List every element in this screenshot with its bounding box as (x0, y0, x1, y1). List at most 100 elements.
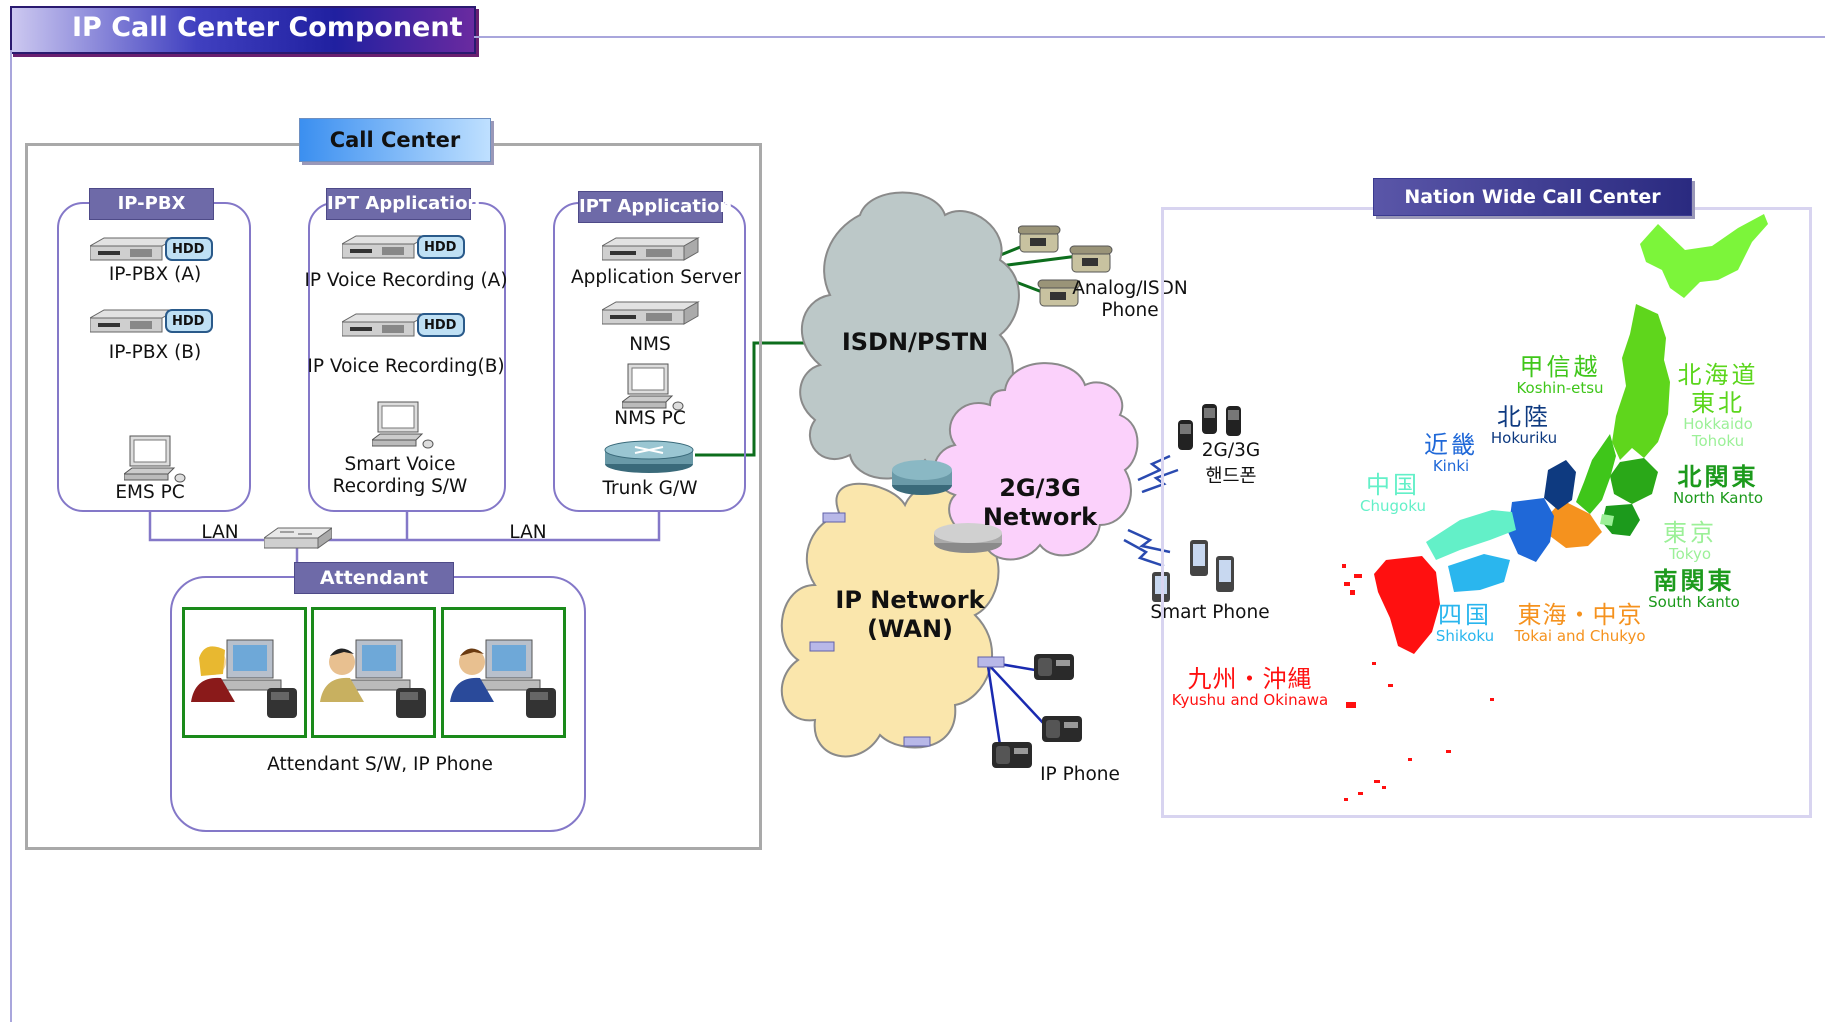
ip-network-label-1: IP Network (835, 586, 985, 614)
kyushu-en: Kyushu and Okinawa (1171, 691, 1329, 710)
smart-rec-pc-icon (370, 400, 436, 454)
call-center-tab: Call Center (299, 118, 491, 162)
tokai-kanji: 東海・中京 (1517, 601, 1643, 629)
page-title: IP Call Center Component (72, 12, 463, 43)
region-tohoku-shape (1612, 304, 1670, 460)
koshinetsu-kanji: 甲信越 (1519, 353, 1601, 381)
kyushu-kanji: 九州・沖縄 (1187, 665, 1313, 693)
region-kinki-label: 近畿 Kinki (1420, 432, 1482, 475)
tokai-en: Tokai and Chukyo (1514, 627, 1646, 646)
tohoku-en-2: Tohoku (1691, 431, 1745, 450)
region-minamikanto-shape (1602, 504, 1640, 536)
kinki-en: Kinki (1432, 457, 1470, 476)
lan-switch-icon (262, 526, 334, 554)
analog-phone-2 (1069, 245, 1113, 273)
minamikanto-en: South Kanto (1648, 593, 1740, 612)
pbx-b-label: IP-PBX (B) (108, 342, 202, 363)
pbx-b-hdd-label: HDD (172, 314, 205, 329)
smart-rec-label-2: Recording S/W (332, 476, 468, 497)
hokkaido-kanji: 北海道 (1677, 361, 1759, 389)
region-kitakanto-label: 北関東 North Kanto (1668, 464, 1768, 507)
ip-phone-1 (1034, 654, 1074, 680)
region-minamikanto-label: 南関東 South Kanto (1644, 568, 1744, 611)
ip-phone-label: IP Phone (1040, 764, 1120, 785)
minamikanto-kanji: 南関東 (1653, 567, 1735, 595)
rec-b-hdd-label: HDD (424, 318, 457, 333)
pbx-a-server-icon (88, 234, 214, 268)
ip-cloud-connectors (809, 512, 1005, 747)
region-tokyo-label: 東京 Tokyo (1650, 520, 1730, 563)
pbx-a-label: IP-PBX (A) (108, 264, 202, 285)
mobile-network-cloud (933, 362, 1139, 561)
region-hokkaido-label: 北海道 (1672, 361, 1764, 389)
rec-b-server-icon (340, 310, 466, 344)
mobile-network-label-1: 2G/3G (999, 474, 1081, 502)
kitakanto-en: North Kanto (1672, 489, 1764, 508)
rec-b-label: IP Voice Recording(B) (307, 356, 505, 377)
chugoku-en: Chugoku (1360, 497, 1426, 516)
region-tohoku-label: 東北 Hokkaido Tohoku (1672, 390, 1764, 449)
cloud-router-1 (892, 460, 952, 495)
analog-phone-label-1: Analog/ISDN (1072, 278, 1188, 299)
region-tokyo-shape (1600, 514, 1614, 526)
attendant-tag: Attendant (294, 562, 454, 594)
pbx-b-server-icon (88, 306, 214, 340)
app-server-label: Application Server (571, 267, 741, 288)
shikoku-en: Shikoku (1435, 627, 1495, 646)
region-kyushu-shape (1374, 556, 1440, 654)
header-line (474, 36, 1825, 38)
rec-a-label: IP Voice Recording (A) (304, 270, 508, 291)
region-hokkaido-shape (1640, 214, 1768, 298)
region-kitakanto-shape (1610, 458, 1658, 504)
region-koshinetsu-shape (1576, 434, 1616, 514)
tohoku-kanji: 東北 (1691, 389, 1745, 417)
region-okinawa-islands (1342, 564, 1494, 801)
kinki-kanji: 近畿 (1424, 431, 1478, 459)
smartphone-icons (1152, 540, 1234, 602)
analog-phone-icons (1018, 225, 1113, 307)
handphone-label-1: 2G/3G (1201, 440, 1261, 461)
mobile-network-label-2: Network (982, 503, 1098, 531)
smartphone-label: Smart Phone (1150, 602, 1270, 623)
app-server-icon (600, 234, 700, 268)
region-tokai-shape (1548, 500, 1602, 548)
pbx-a-hdd-label: HDD (172, 242, 205, 257)
attendant-caption: Attendant S/W, IP Phone (267, 754, 493, 775)
analog-phone-3 (1037, 279, 1081, 307)
region-koshinetsu-label: 甲信越 Koshin-etsu (1510, 354, 1610, 397)
nms-pc-label: NMS PC (614, 408, 686, 429)
title-bar (10, 6, 476, 54)
attendant-2-icon (320, 639, 426, 718)
smart-rec-label-1: Smart Voice (344, 454, 456, 475)
trunk-isdn-line (695, 341, 810, 457)
attendant-3-icon (450, 639, 556, 718)
lan-right-label: LAN (509, 522, 547, 543)
rec-a-server-icon (340, 232, 466, 266)
ip-network-label-2: (WAN) (867, 615, 953, 643)
left-border-line (10, 50, 12, 1022)
nms-pc-icon (620, 362, 686, 416)
region-shikoku-shape (1448, 554, 1510, 592)
lan-left-label: LAN (201, 522, 239, 543)
attendant-1-icon (191, 639, 297, 718)
ip-pbx-tag: IP-PBX (89, 188, 214, 220)
tohoku-en-1: Hokkaido (1683, 415, 1753, 434)
region-kyushu-label: 九州・沖縄 Kyushu and Okinawa (1170, 666, 1330, 709)
hokuriku-en: Hokuriku (1490, 429, 1558, 448)
ip-phone-3 (992, 742, 1032, 768)
attendant-panel-2 (311, 607, 436, 738)
kitakanto-kanji: 北関東 (1677, 463, 1759, 491)
cloud-router-2 (934, 523, 1002, 553)
ip-phone-icons (992, 654, 1082, 768)
trunk-gw-label: Trunk G/W (602, 478, 698, 499)
handphone-icons (1178, 404, 1241, 450)
ipt-app-2-tag: IPT Application (578, 191, 732, 223)
region-hokuriku-label: 北陸 Hokuriku (1484, 404, 1564, 447)
ems-pc-icon (122, 434, 188, 488)
koshinetsu-en: Koshin-etsu (1516, 379, 1604, 398)
attendant-panel-3 (441, 607, 566, 738)
analog-phone-label-2: Phone (1101, 300, 1159, 321)
tokyo-kanji: 東京 (1663, 519, 1717, 547)
trunk-gw-icon (603, 440, 695, 478)
